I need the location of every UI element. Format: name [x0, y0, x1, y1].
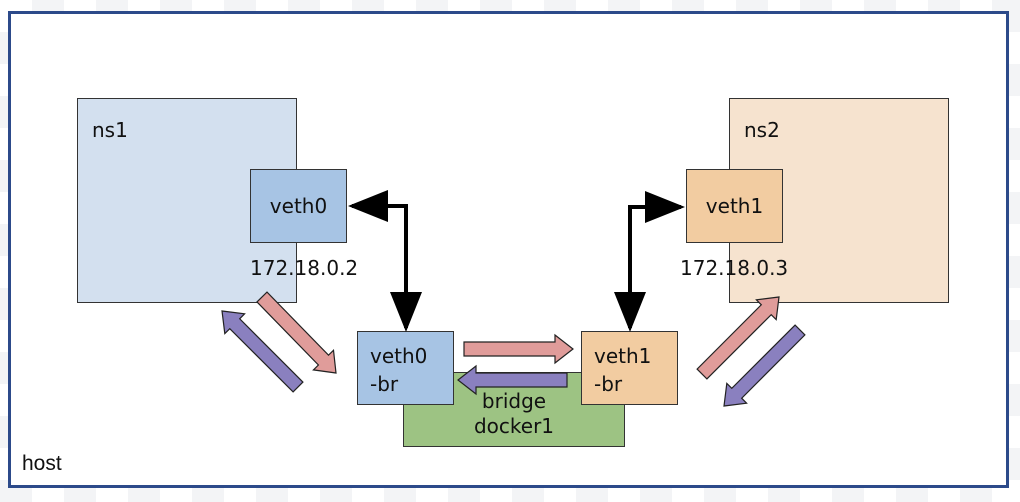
- bridge-label-line1: bridge: [481, 389, 547, 413]
- host-label: host: [22, 452, 62, 475]
- veth0-label: veth0: [269, 194, 328, 218]
- arrow-veth0-br-to-ns1: [221, 310, 304, 393]
- ns1-label: ns1: [92, 118, 128, 142]
- veth1-br-line2: -br: [594, 372, 623, 396]
- arrow-veth0-br-to-veth1-br: [463, 333, 574, 365]
- bridge-port-veth0-br: veth0 -br: [357, 331, 454, 405]
- veth1-br-label: veth1 -br: [594, 342, 651, 398]
- veth1-br-line1: veth1: [594, 344, 652, 368]
- arrow-veth1-br-to-ns2: [696, 296, 780, 380]
- veth1-label: veth1: [705, 194, 764, 218]
- ns2-label: ns2: [744, 118, 780, 142]
- bridge-label: bridge docker1: [404, 389, 624, 439]
- arrow-ns2-to-veth1-br: [723, 324, 806, 407]
- link-veth1-to-veth1-br: [614, 191, 685, 332]
- veth0-br-label: veth0 -br: [370, 342, 427, 398]
- arrow-ns1-to-veth0-br: [256, 291, 337, 374]
- interface-veth1: veth1: [686, 169, 783, 243]
- bridge-port-veth1-br: veth1 -br: [581, 331, 678, 405]
- link-veth0-to-veth0-br: [348, 190, 422, 332]
- veth0-ip: 172.18.0.2: [250, 256, 359, 280]
- arrow-veth1-br-to-veth0-br: [457, 364, 568, 396]
- bridge-label-line2: docker1: [473, 414, 555, 438]
- veth0-br-line1: veth0: [370, 344, 428, 368]
- interface-veth0: veth0: [250, 169, 347, 243]
- veth0-br-line2: -br: [370, 372, 399, 396]
- veth1-ip: 172.18.0.3: [680, 256, 789, 280]
